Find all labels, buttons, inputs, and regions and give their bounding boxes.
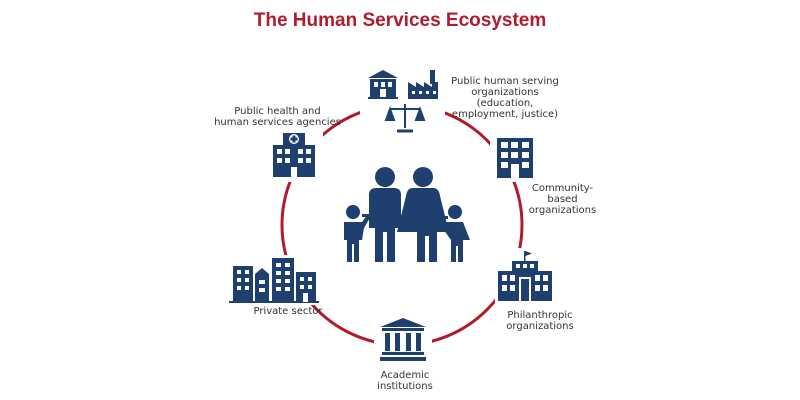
label-public-human-serving-orgs: Public human serving organizations (educ… xyxy=(451,76,559,120)
community-building-icon xyxy=(497,138,533,178)
diagram-title: The Human Services Ecosystem xyxy=(253,10,547,31)
label-philanthropic-orgs: Philanthropic organizations xyxy=(506,310,574,332)
label-private-sector: Private sector xyxy=(253,306,323,317)
label-community-based-orgs: Community- based organizations xyxy=(528,183,597,216)
city-skyline-icon xyxy=(229,258,319,303)
school-icon xyxy=(368,70,398,99)
factory-icon xyxy=(408,70,438,99)
academic-building-icon xyxy=(380,318,426,361)
philanthropic-building-icon xyxy=(498,251,552,301)
label-academic-institutions: Academic institutions xyxy=(377,370,433,392)
family-icon xyxy=(344,167,470,262)
label-public-health-agencies: Public health and human services agencie… xyxy=(214,106,341,128)
hospital-icon xyxy=(273,133,315,177)
justice-scales-icon xyxy=(384,104,426,133)
